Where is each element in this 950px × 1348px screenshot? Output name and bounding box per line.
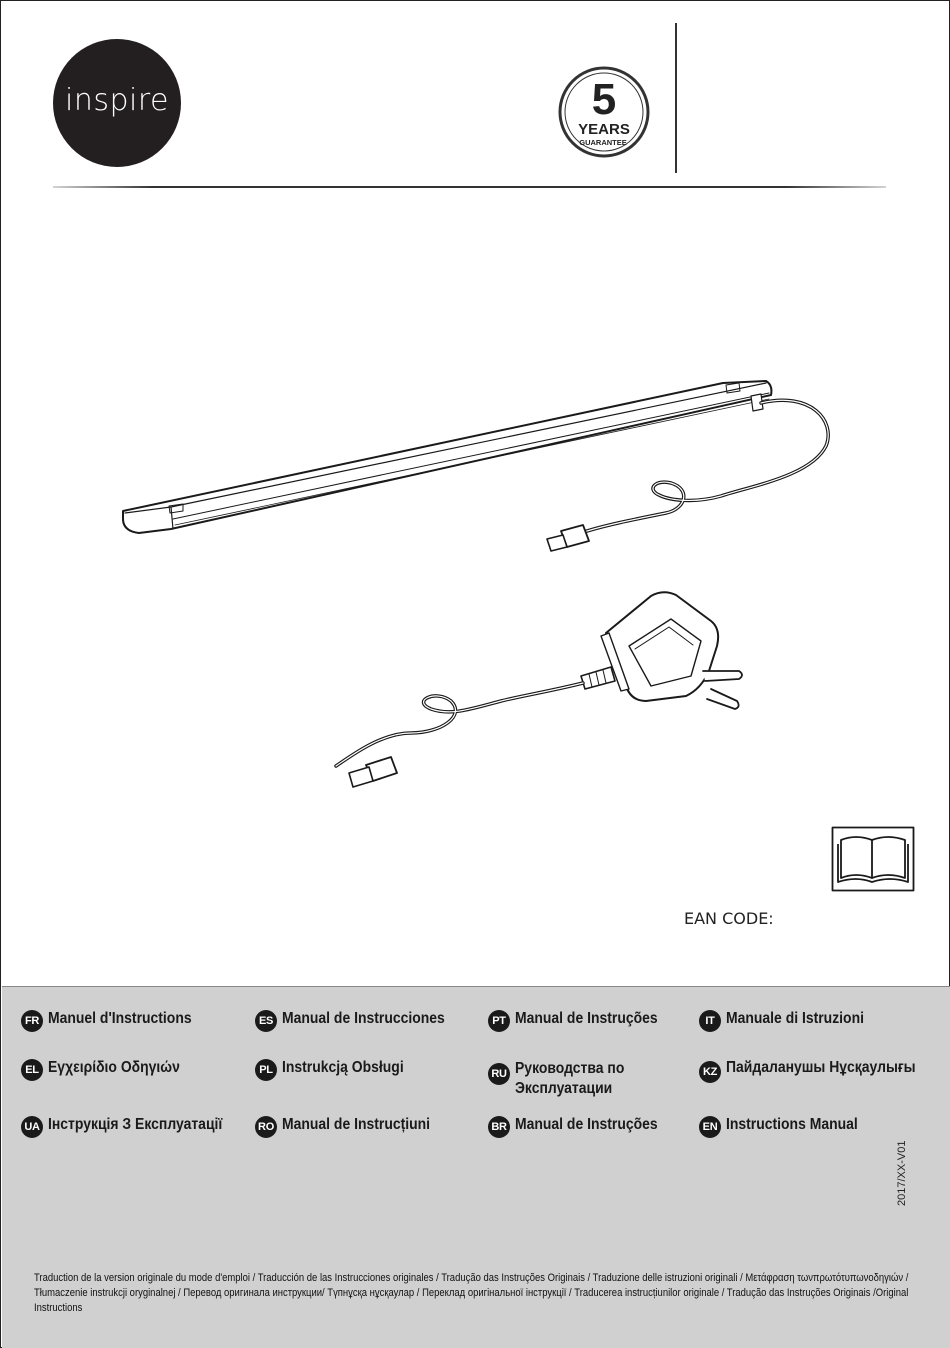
brand-logo: inspire [53,39,181,167]
language-item-br: BR Manual de Instruções [488,1115,673,1138]
guarantee-word: YEARS [578,121,630,138]
language-label: Manual de Instruções [515,1010,658,1027]
language-badge: RO [255,1116,277,1138]
language-item-kz: KZ Пайдаланушы Нұсқаулығы [699,1058,937,1083]
language-item-pt: PT Manual de Instruções [488,1009,673,1032]
language-badge: KZ [699,1061,721,1083]
language-label: Руководства по Эксплуатации [515,1060,625,1097]
header-divider-horizontal [53,186,886,188]
guarantee-badge-icon: 5 YEARS GUARANTEE [558,66,650,158]
language-label: Manuel d'Instructions [48,1010,192,1027]
language-badge: PT [488,1010,510,1032]
language-badge: PL [255,1059,277,1081]
language-badge: UA [21,1116,43,1138]
language-panel [2,986,950,1348]
translation-footnote: Traduction de la version originale du mo… [34,1272,909,1314]
language-label: Manual de Instrucțiuni [282,1116,431,1133]
language-badge: EL [21,1059,43,1081]
language-badge: IT [699,1010,721,1032]
language-badge: ES [255,1010,277,1032]
guarantee-subtext: GUARANTEE [579,138,627,147]
language-label: Інструкція З Експлуатації [48,1116,223,1133]
bar-connector-icon [546,524,590,552]
language-item-it: IT Manuale di Istruzioni [699,1009,879,1032]
language-item-ua: UA Інструкція З Експлуатації [21,1115,242,1138]
language-label: Instructions Manual [726,1116,858,1133]
ean-code-label: EAN CODE: [684,909,774,928]
language-item-en: EN Instructions Manual [699,1115,872,1138]
version-code: 2017/XX-V01 [896,1140,908,1206]
read-manual-icon [831,826,915,892]
power-adapter-icon [580,591,743,710]
language-badge: BR [488,1116,510,1138]
language-label: Manual de Instruções [515,1116,658,1133]
language-badge: RU [488,1063,510,1085]
language-badge: EN [699,1116,721,1138]
product-illustration [122,380,830,788]
language-item-pl: PL Instrukcją Obsługi [255,1058,417,1081]
language-badge: FR [21,1010,43,1032]
language-item-el: EL Εγχειρίδιο Οδηγιών [21,1058,195,1081]
guarantee-number: 5 [592,75,616,124]
adapter-cable [334,681,585,768]
language-label: Instrukcją Obsługi [282,1059,404,1076]
led-bar-icon [122,380,773,534]
header-divider-vertical [675,23,677,173]
adapter-connector-icon [348,756,398,788]
language-item-es: ES Manual de Instrucciones [255,1009,463,1032]
language-label: Manual de Instrucciones [282,1010,445,1027]
language-label: Пайдаланушы Нұсқаулығы [726,1059,916,1076]
language-item-ru: RU Руководства по Эксплуатации [488,1059,665,1099]
language-label: Manuale di Istruzioni [726,1010,864,1027]
language-item-ro: RO Manual de Instrucțiuni [255,1115,446,1138]
brand-name: inspire [65,83,169,118]
language-item-fr: FR Manuel d'Instructions [21,1009,208,1032]
language-label: Εγχειρίδιο Οδηγιών [48,1059,180,1076]
